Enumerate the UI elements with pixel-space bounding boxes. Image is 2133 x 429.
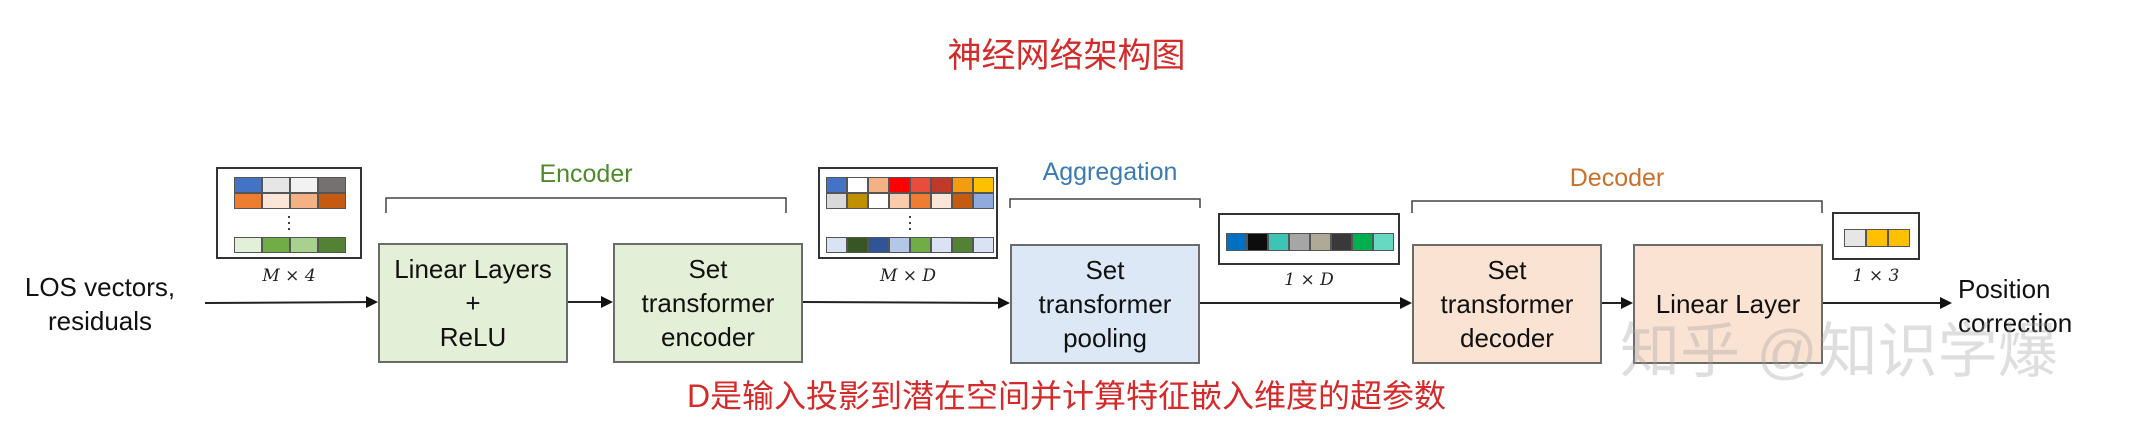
arrow-encoder-to-pooling — [802, 296, 1010, 309]
matrix-cell — [1226, 233, 1247, 251]
matrix-cell — [1888, 229, 1910, 247]
linear-layer-block: Linear Layer — [1633, 244, 1823, 364]
matrix-cell — [973, 177, 994, 193]
matrix-cell — [952, 193, 973, 209]
block-line: transformer — [1038, 289, 1172, 319]
matrix-cell — [973, 193, 994, 209]
ellipsis-dots: ··· — [286, 206, 292, 238]
matrix-cell — [889, 237, 910, 253]
aggregation-bracket — [1009, 198, 1201, 208]
block-line: Linear Layers — [394, 254, 552, 284]
matrix-cell — [889, 193, 910, 209]
ellipsis-dots: ··· — [907, 206, 913, 238]
matrix-cell — [868, 237, 889, 253]
matrix-cell — [931, 193, 952, 209]
decoder-bracket — [1411, 200, 1823, 213]
matrix-1-by-d — [1218, 213, 1400, 265]
matrix-cell — [1352, 233, 1373, 251]
block-line: Linear Layer — [1655, 289, 1801, 319]
output-label: Position correction — [1958, 272, 2108, 340]
matrix-cell — [826, 237, 847, 253]
matrix-cell — [234, 177, 262, 193]
matrix-cell — [1310, 233, 1331, 251]
matrix-cell — [973, 237, 994, 253]
block-line: encoder — [661, 322, 755, 352]
matrix-cell — [952, 177, 973, 193]
matrix-cell — [1866, 229, 1888, 247]
matrix-cell — [826, 177, 847, 193]
matrix-1-by-3 — [1832, 212, 1920, 260]
matrix-cell — [889, 177, 910, 193]
matrix-cell — [931, 177, 952, 193]
matrix-cell — [290, 177, 318, 193]
matrix-cell — [868, 193, 889, 209]
linear-relu-block: Linear Layers + ReLU — [378, 243, 568, 363]
matrix-cell — [931, 237, 952, 253]
matrix-cell — [910, 237, 931, 253]
input-label-line-1: LOS vectors, — [24, 272, 176, 302]
matrix-cell — [1844, 229, 1866, 247]
diagram-title: 神经网络架构图 — [947, 37, 1186, 75]
decoder-label: Decoder — [1569, 164, 1665, 192]
dim-label-md: M × D — [879, 266, 937, 286]
dim-label-13: 1 × 3 — [1852, 266, 1900, 286]
matrix-cell — [234, 193, 262, 209]
set-transformer-encoder-block: Set transformer encoder — [613, 243, 803, 363]
footnote-text: D是输入投影到潜在空间并计算特征嵌入维度的超参数 — [686, 378, 1447, 414]
matrix-cell — [847, 237, 868, 253]
matrix-cell — [1373, 233, 1394, 251]
block-line: Set — [1487, 255, 1527, 285]
input-label-line-2: residuals — [47, 306, 153, 336]
matrix-m-by-d: ··· — [818, 167, 998, 259]
block-line: Set — [688, 254, 728, 284]
matrix-m-by-4: ··· — [216, 167, 362, 259]
block-line: transformer — [1440, 289, 1574, 319]
block-line: + — [465, 288, 481, 318]
matrix-cell — [952, 237, 973, 253]
matrix-cell — [847, 193, 868, 209]
block-line: ReLU — [439, 322, 507, 352]
matrix-cell — [1289, 233, 1310, 251]
matrix-cell — [1268, 233, 1289, 251]
matrix-cell — [262, 177, 290, 193]
matrix-cell — [234, 237, 262, 253]
matrix-cell — [318, 177, 346, 193]
set-transformer-decoder-block: Set transformer decoder — [1412, 244, 1602, 364]
matrix-cell — [826, 193, 847, 209]
matrix-cell — [868, 177, 889, 193]
block-line: Set — [1085, 255, 1125, 285]
matrix-cell — [262, 193, 290, 209]
block-line: pooling — [1063, 323, 1147, 353]
set-transformer-pooling-block: Set transformer pooling — [1010, 244, 1200, 364]
block-line: decoder — [1460, 323, 1554, 353]
matrix-cell — [1331, 233, 1352, 251]
watermark: 知乎 @知识学爆 — [1620, 318, 2058, 385]
matrix-cell — [318, 193, 346, 209]
encoder-bracket — [385, 197, 787, 213]
arrow-input-to-linear — [204, 296, 378, 309]
matrix-cell — [290, 237, 318, 253]
dim-label-m4: M × 4 — [262, 266, 316, 286]
matrix-cell — [290, 193, 318, 209]
block-line: transformer — [641, 288, 775, 318]
matrix-cell — [318, 237, 346, 253]
dim-label-1d: 1 × D — [1284, 270, 1334, 290]
matrix-cell — [262, 237, 290, 253]
input-label: LOS vectors, residuals — [20, 270, 180, 338]
matrix-cell — [1247, 233, 1268, 251]
encoder-label: Encoder — [539, 160, 633, 188]
output-label-line-2: correction — [1958, 308, 2073, 338]
matrix-cell — [910, 193, 931, 209]
output-label-line-1: Position — [1958, 274, 2051, 304]
matrix-cell — [910, 177, 931, 193]
aggregation-label: Aggregation — [1042, 158, 1178, 186]
matrix-cell — [847, 177, 868, 193]
